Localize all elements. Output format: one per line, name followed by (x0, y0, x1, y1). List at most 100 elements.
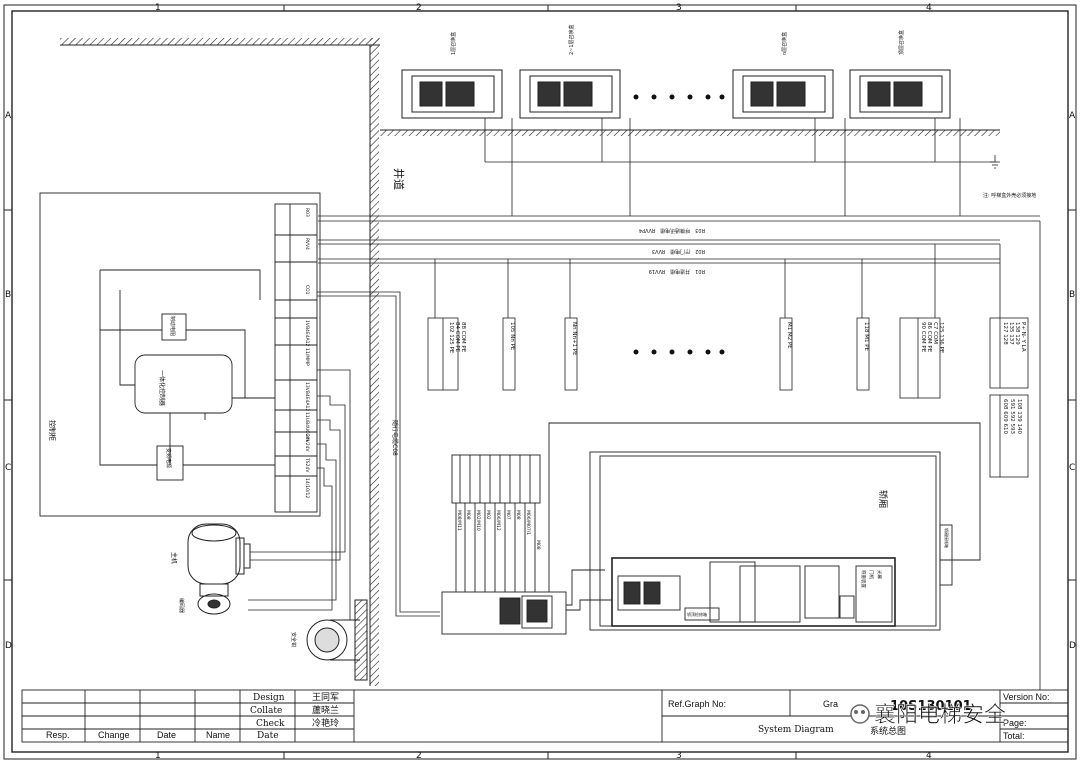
cable-labels: R03 呼梯通讯电缆 RVVP4 R02 厅门电缆 RVV3 R01 井道电缆 … (639, 227, 705, 275)
tb-total: Total: (1003, 731, 1025, 741)
grid-col-4-top: 4 (926, 3, 932, 13)
strip-label-9: TS24V (304, 457, 310, 473)
cable-r03-label: R03 呼梯通讯电缆 RVVP4 (639, 227, 705, 234)
strip-label-10: 14/10/12 (304, 478, 310, 498)
car-cable-label-7: M08 (515, 510, 521, 520)
grid-row-c-right: C (1069, 463, 1075, 473)
tb-page: Page: (1003, 718, 1027, 728)
grid-col-3-bottom: 3 (676, 751, 682, 761)
hall-stations (401, 69, 951, 119)
terminal-6-row-4: 125 136 PE (938, 322, 944, 354)
grid-col-2-top: 2 (416, 3, 422, 13)
car-cable-label-2: M08 (465, 510, 471, 520)
motor-label: 主机 (170, 552, 178, 564)
terminal-sub-row-1: 608 609 610 (1002, 399, 1008, 434)
car-cable-label-4: M02 (485, 510, 491, 520)
terminal-1-row-2: 84 COM PE (454, 322, 460, 353)
hall-station-labels: 1层召唤盒 2~1层召唤盒 n层召唤盒 顶层召唤盒 (450, 24, 905, 55)
strip-label-7: 11UB4UCOM (304, 412, 310, 441)
car-cable-labels: M08/M11 M08 M02/M10 M02 M06/M12 M07 M08 … (456, 510, 541, 550)
tb-resp: Resp. (46, 730, 70, 740)
strip-label-1: R03 (304, 208, 310, 217)
terminal-3-row-1: Nn Nn+1 PE (571, 322, 577, 356)
shaft-label: 井道 (392, 168, 406, 190)
grid-row-b-left: B (5, 290, 11, 300)
terminal-4-row-1: M1 M2 PE (786, 322, 792, 349)
machine-room-walls (60, 38, 1000, 686)
hall-station-top (849, 69, 951, 119)
terminal-6-row-1: 90 COM PE (920, 322, 926, 353)
bus-cables (318, 215, 1041, 690)
hall-station-label-1: 1层召唤盒 (450, 32, 457, 55)
cable-r01-label: R01 井道电缆 RVV19 (649, 268, 705, 275)
tb-check-name: 冷艳玲 (312, 717, 339, 729)
terminal-5-row-1: 118 M1 PE (863, 322, 869, 352)
tb-date: Date (157, 730, 176, 740)
terminal-7-row-4: P+ N- Y LA (1020, 322, 1026, 352)
terminal-6-row-2: 86 COM PE (926, 322, 932, 353)
traction-motor (187, 523, 251, 615)
hall-station-label-2: 2~1层召唤盒 (568, 24, 575, 55)
tb-cn-title: 系统总图 (870, 725, 906, 736)
encoder-label: 编码器 (178, 598, 185, 613)
grid-labels: 1 2 3 4 1 2 3 4 A B C D A B C D (5, 3, 1076, 761)
terminal-7-row-1: 127 128 (1002, 322, 1008, 345)
elevator-car (589, 451, 953, 631)
car-label-light-curtain: 光幕 (876, 570, 883, 579)
grid-col-1-top: 1 (155, 3, 161, 13)
terminal-labels: 102 125 PE 84 COM PE 88 COM PE 105 Nn PE… (448, 322, 1026, 434)
grid-row-b-right: B (1069, 290, 1075, 300)
safety-gear-label: 安全钳 (290, 632, 297, 647)
tb-check-label: Check (256, 719, 285, 729)
strip-label-4: 1VB4E4A12 (304, 320, 310, 347)
car-cable-label-3: M02/M10 (475, 510, 481, 531)
grid-col-2-bottom: 2 (416, 751, 422, 761)
cabinet-power-unit: 变频电源 (165, 448, 172, 468)
grid-col-4-bottom: 4 (926, 751, 932, 761)
car-cable-label-8: M06/M07/1 (525, 510, 531, 535)
title-block-text: Design 王同军 Collate 蘆晓兰 Check 冷艳玲 Date Re… (46, 692, 1050, 741)
terminal-7-row-2: 135 137 (1008, 322, 1014, 345)
terminal-sub-row-2: 591 592 593 (1009, 399, 1015, 434)
hall-station-label-top: 顶层召唤盒 (898, 30, 905, 55)
terminal-1-row-3: 88 COM PE (460, 322, 466, 353)
car-cable-label-5: M06/M12 (495, 510, 501, 531)
car-label-weighing: 称重装置 (860, 570, 867, 588)
tb-system-diagram: System Diagram (758, 725, 834, 735)
shaft-terminal-boxes (427, 317, 1029, 478)
car-vertical-labels: 称重装置 门机 光幕 (860, 570, 883, 588)
cabinet-terminal-strip-labels: R03 RVV4 CO1 1VB4E4A12 11/MMP 13VB4E4A12… (304, 208, 310, 498)
strip-label-6: 13VB4E4A12 (304, 382, 310, 411)
hall-station-2 (519, 69, 621, 119)
strip-label-3: CO1 (304, 285, 310, 295)
grid-row-d-right: D (1069, 641, 1076, 651)
car-label-door-op: 门机 (868, 570, 875, 579)
cabinet-title: 控制柜 (48, 420, 57, 441)
car-interface-box (441, 422, 981, 635)
hall-station-label-n: n层召唤盒 (781, 32, 788, 55)
tb-collate-name: 蘆晓兰 (312, 704, 339, 716)
tb-collate-label: Collate (250, 706, 282, 716)
control-cabinet (39, 192, 321, 517)
hall-station-n (732, 69, 834, 119)
ellipsis-dots-mid (633, 349, 725, 355)
strip-label-5: 11/MMP (304, 348, 310, 366)
grid-row-a-left: A (5, 111, 12, 121)
car-top-box-label: 轿顶检修箱 (687, 611, 707, 617)
car-cable-label-6: M07 (505, 510, 511, 520)
watermark-text: 襄阳电梯安全 (874, 703, 1006, 728)
grid-row-a-right: A (1069, 111, 1076, 121)
hall-station-wiring (484, 118, 1000, 216)
tb-name: Name (206, 730, 230, 740)
car-title: 轿厢 (877, 490, 889, 508)
hall-station-1 (401, 69, 503, 119)
title-block (21, 689, 1069, 743)
watermark: 襄阳电梯安全 (850, 703, 1006, 728)
grid-row-c-left: C (5, 463, 11, 473)
tb-change: Change (98, 730, 130, 740)
car-cable-label-1: M08/M11 (456, 510, 462, 531)
car-side-note: 轿厢接线箱 (944, 528, 950, 548)
tb-date-label: Date (257, 731, 279, 741)
travel-cable-label: 随行电缆C08 (391, 420, 399, 456)
